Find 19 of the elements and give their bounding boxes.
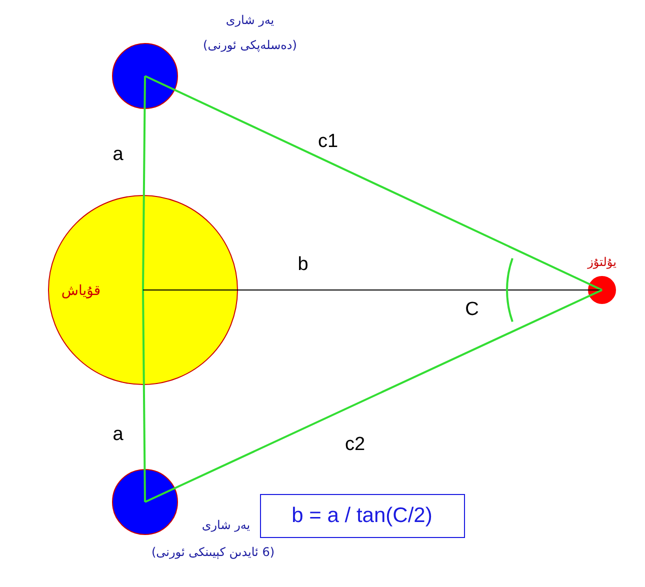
edge-label: b — [298, 254, 308, 276]
node-label: يۇلتۇز — [588, 255, 616, 269]
connector-line — [142, 76, 146, 290]
angle-label: C — [465, 299, 479, 321]
node-label: يەر شارى — [226, 13, 274, 27]
formula-box — [260, 494, 464, 538]
edge-label: c1 — [318, 131, 338, 153]
node-label: (دەسلەپكى ئورنى) — [203, 38, 297, 52]
body-name: قۇياش — [61, 283, 101, 299]
connector-line — [144, 75, 602, 291]
edge-label: a — [112, 424, 124, 446]
connector-line — [144, 289, 602, 503]
formula-text: b = a / tan(C/2) — [292, 504, 432, 528]
edge-label: c2 — [344, 434, 366, 456]
node-label: (6 ئايدىن كېيىنكى ئورنى) — [151, 545, 275, 559]
connector-line — [142, 290, 146, 502]
star-circle — [588, 276, 616, 304]
edge-label: a — [112, 144, 124, 166]
node-label: يەر شارى — [202, 518, 250, 532]
